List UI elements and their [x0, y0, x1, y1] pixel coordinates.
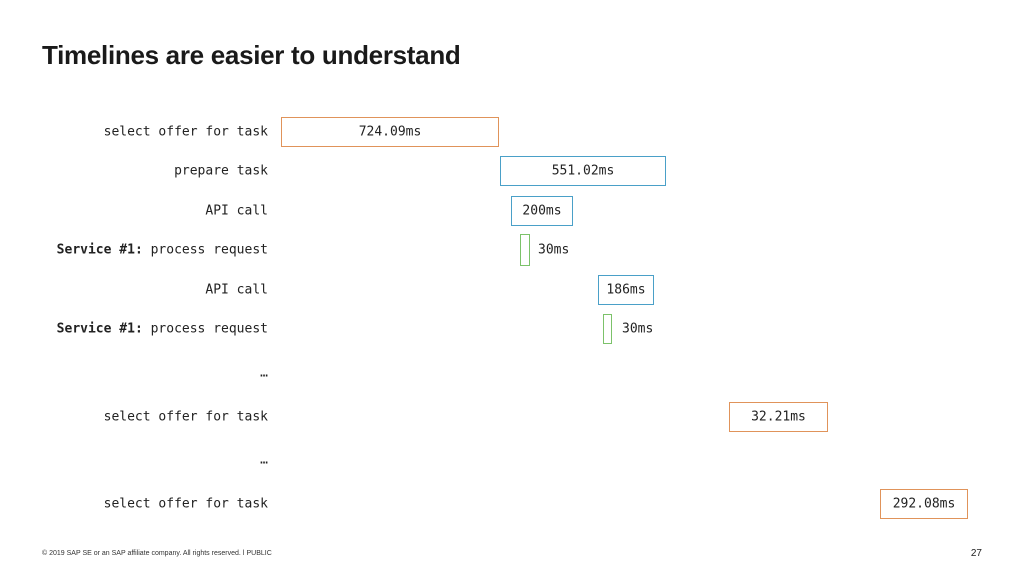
timeline-bar — [880, 489, 968, 519]
duration-label: 551.02ms — [551, 163, 615, 179]
duration-label: 30ms — [622, 321, 654, 337]
timeline-bar — [729, 402, 828, 432]
timeline-bar — [520, 234, 530, 266]
duration-label: 724.09ms — [358, 124, 422, 140]
service-prefix: Service #1: — [56, 242, 143, 258]
row-label-text: process request — [150, 242, 268, 258]
row-label-text: … — [260, 452, 268, 468]
row-label-text: API call — [205, 203, 268, 219]
row-label: prepare task — [174, 164, 268, 179]
row-label-text: select offer for task — [103, 124, 268, 140]
row-label: … — [260, 366, 268, 381]
duration-label: 200ms — [522, 203, 562, 219]
row-label-text: API call — [205, 282, 268, 298]
timeline-bar — [500, 156, 666, 186]
row-label: Service #1: process request — [57, 243, 268, 258]
timeline-bar — [603, 314, 612, 344]
row-label: select offer for task — [104, 410, 268, 425]
row-label: API call — [205, 283, 268, 298]
copyright-footer: © 2019 SAP SE or an SAP affiliate compan… — [42, 550, 272, 557]
row-label: select offer for task — [104, 125, 268, 140]
row-label: … — [260, 453, 268, 468]
row-label-text: … — [260, 365, 268, 381]
duration-label: 186ms — [606, 282, 646, 298]
timeline-bar — [511, 196, 573, 226]
row-label: API call — [205, 204, 268, 219]
row-label-text: select offer for task — [103, 409, 268, 425]
duration-label: 32.21ms — [751, 409, 806, 425]
row-label-text: prepare task — [174, 163, 268, 179]
row-label: select offer for task — [104, 497, 268, 512]
page-number: 27 — [970, 548, 982, 559]
row-label: Service #1: process request — [57, 322, 268, 337]
timeline-bar — [598, 275, 654, 305]
duration-label: 292.08ms — [892, 496, 956, 512]
service-prefix: Service #1: — [56, 321, 143, 337]
row-label-text: select offer for task — [103, 496, 268, 512]
timeline-bar — [281, 117, 499, 147]
row-label-text: process request — [150, 321, 268, 337]
duration-label: 30ms — [538, 242, 570, 258]
slide-title: Timelines are easier to understand — [42, 40, 461, 70]
